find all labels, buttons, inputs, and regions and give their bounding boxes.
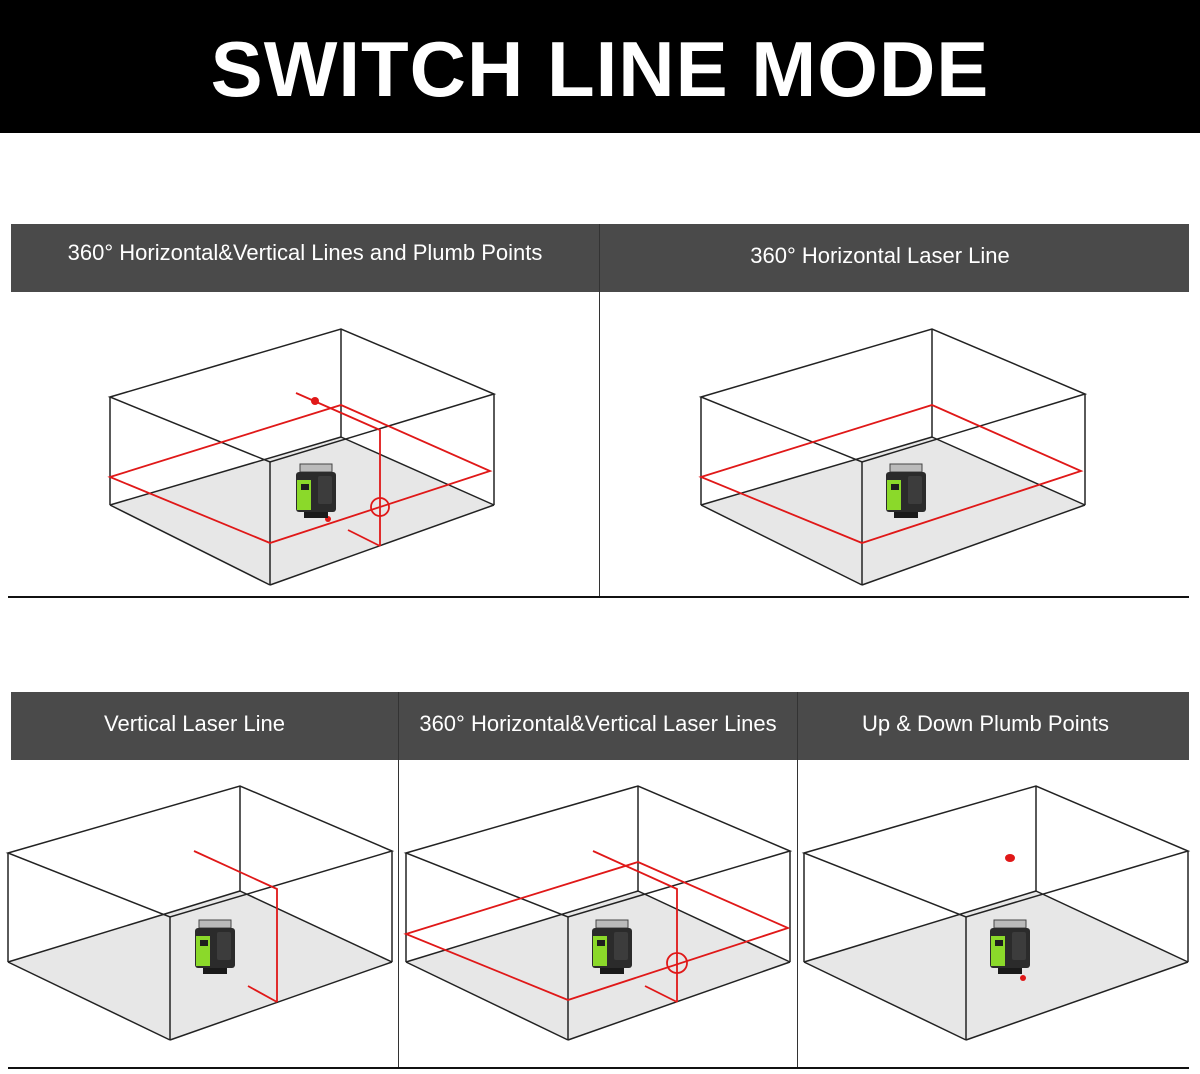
title-banner [0,0,1200,133]
scene-horizontal-line [698,328,1088,586]
scene-horizontal-vertical-lines [403,785,793,1041]
mode-header-1 [11,224,599,292]
mode-label-2: 360° Horizontal Laser Line [750,243,1010,268]
scene-plumb-points [801,785,1191,1041]
page-title: SWITCH LINE MODE [210,25,990,113]
row1-divider [599,224,600,597]
mode-label-5: Up & Down Plumb Points [862,711,1109,736]
scene-horizontal-vertical-plumb [107,328,497,586]
mode-header-5 [798,692,1189,760]
row1-baseline [8,596,1189,598]
mode-header-3 [11,692,398,760]
scene-vertical-line [5,785,395,1041]
mode-label-3: Vertical Laser Line [104,711,285,736]
row2-divider-2 [797,692,798,1068]
mode-header-4 [399,692,797,760]
row2-divider-1 [398,692,399,1068]
row2-baseline [8,1067,1189,1069]
mode-label-1: 360° Horizontal&Vertical Lines and Plumb… [67,240,543,265]
mode-header-2 [600,224,1189,292]
mode-label-4: 360° Horizontal&Vertical Laser Lines [419,711,777,736]
